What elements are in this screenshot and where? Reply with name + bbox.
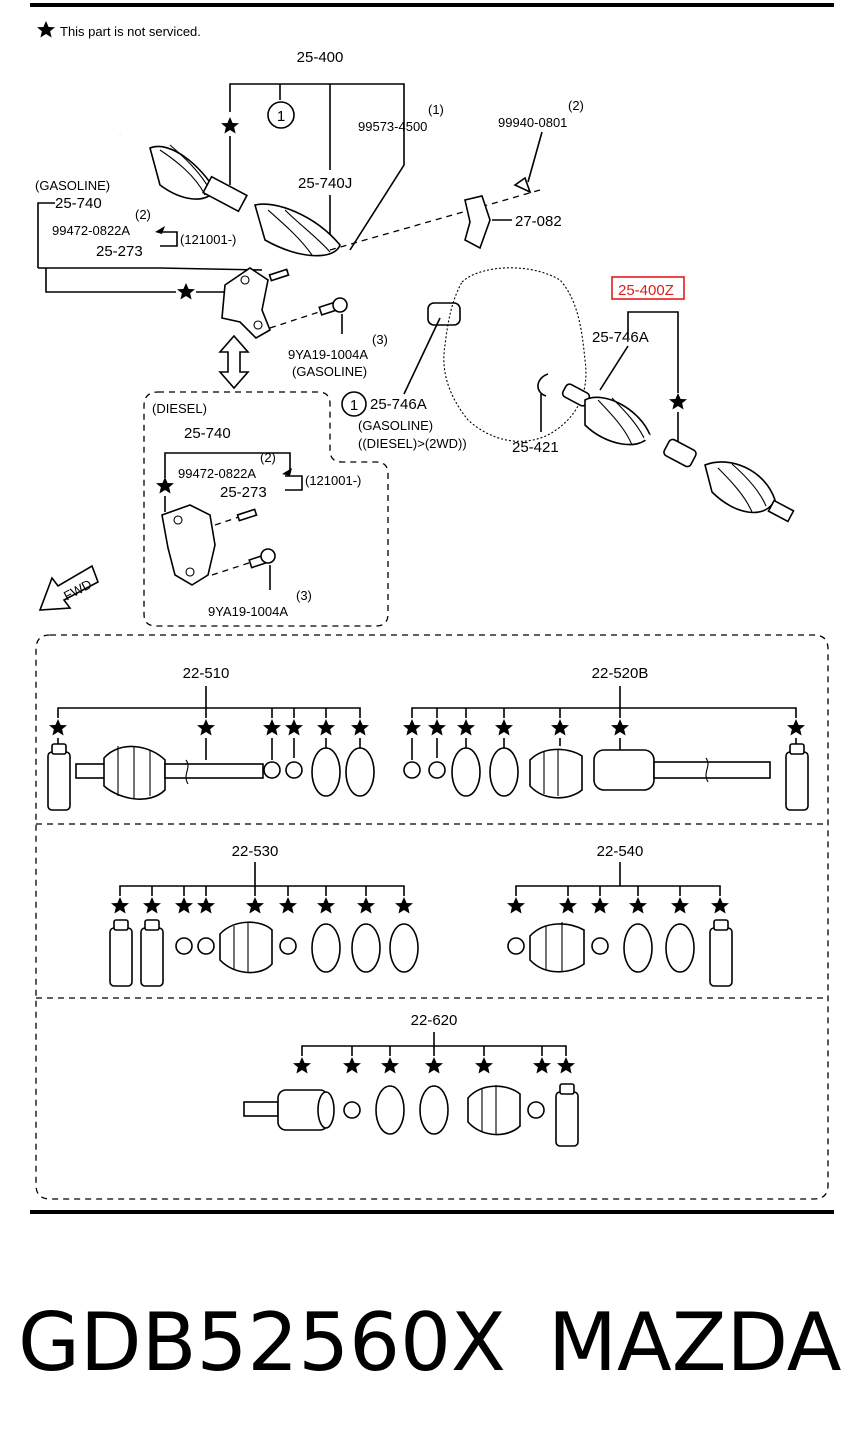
star-icon (221, 117, 239, 134)
kit-22-530-parts (109, 919, 419, 987)
label-d99472: 99472-0822A (178, 466, 256, 481)
kit-22-540-parts (507, 919, 733, 987)
bracket-27-082 (464, 195, 491, 250)
label-99573-4500: 99573-4500 (358, 119, 427, 134)
svg-text:((DIESEL)>(2WD)): ((DIESEL)>(2WD)) (358, 436, 467, 451)
star-icon (669, 393, 687, 410)
label-99940-0801: 99940-0801 (498, 115, 567, 130)
label-25-740: 25-740 (55, 195, 102, 212)
circle-1-icon (267, 101, 295, 129)
label-25-400: 25-400 (297, 49, 344, 66)
highlight-box (611, 276, 685, 300)
fwd-arrow-icon: FWD (38, 564, 99, 611)
transmission-outline (443, 267, 587, 442)
svg-text:(121001-): (121001-) (180, 232, 236, 247)
part-number: GDB52560X (18, 1296, 506, 1389)
label-9YA19-1004A: 9YA19-1004A (288, 347, 368, 362)
svg-text:(3): (3) (296, 588, 312, 603)
svg-text:1: 1 (350, 397, 358, 414)
label-d25-740: 25-740 (184, 425, 231, 442)
kit-22-510-label: 22-510 (183, 665, 230, 682)
label-25-400Z: 25-400Z (618, 282, 674, 299)
clip-25-421-icon (537, 373, 549, 397)
kit-22-530-stars (111, 886, 413, 914)
brand-name: MAZDA (548, 1296, 842, 1389)
kit-22-620-stars (293, 1046, 575, 1074)
kit-22-510-parts (47, 743, 375, 811)
gasoline-header: (GASOLINE) (35, 178, 110, 193)
left-driveshaft (118, 132, 461, 326)
diesel-header: (DIESEL) (152, 401, 207, 416)
nut-icon (513, 176, 532, 194)
note-star-icon (37, 21, 55, 38)
kit-box (35, 634, 829, 1200)
label-d25-273: 25-273 (220, 484, 267, 501)
knuckle-diesel (161, 504, 216, 586)
kit-22-540-label: 22-540 (597, 843, 644, 860)
knuckle-gasoline (221, 267, 272, 339)
svg-text:(2): (2) (260, 450, 276, 465)
label-25-421: 25-421 (512, 439, 559, 456)
note-text: This part is not serviced. (60, 24, 201, 39)
svg-text:(3): (3) (372, 332, 388, 347)
label-25-746A-center: 25-746A (370, 396, 427, 413)
svg-text:(2): (2) (135, 207, 151, 222)
svg-text:(2): (2) (568, 98, 584, 113)
kit-22-540-stars (507, 886, 729, 914)
right-driveshaft (561, 383, 795, 523)
kit-22-620-label: 22-620 (411, 1012, 458, 1029)
label-d9YA19: 9YA19-1004A (208, 604, 288, 619)
svg-text:(1): (1) (428, 102, 444, 117)
circle-1b-icon (341, 391, 367, 417)
svg-text:(GASOLINE): (GASOLINE) (358, 418, 433, 433)
star-icon (156, 477, 174, 494)
label-25-740J: 25-740J (298, 175, 352, 192)
svg-text:(GASOLINE): (GASOLINE) (292, 364, 367, 379)
label-25-273: 25-273 (96, 243, 143, 260)
kit-22-520B-stars (403, 708, 805, 760)
kit-22-530-label: 22-530 (232, 843, 279, 860)
svg-text:1: 1 (277, 108, 285, 125)
kit-22-520B-label: 22-520B (592, 665, 649, 682)
label-27-082: 27-082 (515, 213, 562, 230)
label-99472-0822A: 99472-0822A (52, 223, 130, 238)
diesel-box (143, 391, 389, 627)
label-25-746A-right: 25-746A (592, 329, 649, 346)
star-icon (177, 283, 195, 300)
double-arrow-icon (218, 334, 250, 390)
svg-text:(121001-): (121001-) (305, 473, 361, 488)
bracket-25-400 (229, 83, 405, 150)
kit-22-520B-parts (403, 743, 809, 811)
kit-22-620-parts (243, 1083, 579, 1147)
